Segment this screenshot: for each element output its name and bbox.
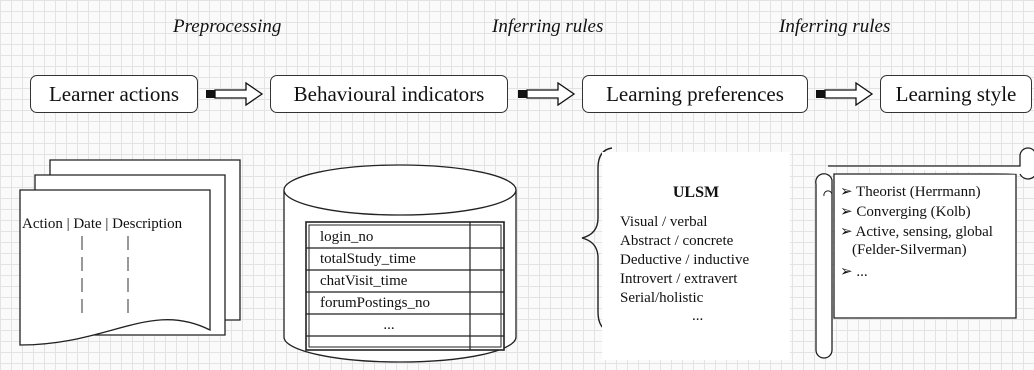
stage-learning-preferences: Learning preferences bbox=[582, 75, 808, 113]
log-document-stack bbox=[19, 159, 241, 346]
phase-label-preprocessing: Preprocessing bbox=[173, 16, 282, 37]
ulsm-item: Deductive / inductive bbox=[620, 252, 750, 268]
log-columns-header: Action | Date | Description bbox=[22, 216, 183, 232]
ulsm-panel: ULSM Visual / verbal Abstract / concrete… bbox=[602, 152, 790, 360]
ulsm-item: Abstract / concrete bbox=[620, 233, 734, 249]
db-field: forumPostings_no bbox=[320, 295, 431, 311]
ulsm-item: Introvert / extravert bbox=[620, 271, 738, 287]
style-item: ➢ Converging (Kolb) bbox=[840, 204, 971, 220]
db-field: totalStudy_time bbox=[320, 251, 416, 267]
styles-scroll bbox=[815, 147, 1034, 359]
ulsm-brace bbox=[581, 147, 613, 333]
style-item: ➢ Active, sensing, global bbox=[840, 224, 993, 240]
db-field: chatVisit_time bbox=[320, 273, 408, 289]
arrow-2 bbox=[518, 81, 576, 107]
arrow-1 bbox=[206, 81, 264, 107]
phase-label-inferring-rules-2: Inferring rules bbox=[779, 16, 891, 37]
style-item-ellipsis: ➢ ... bbox=[840, 264, 868, 280]
style-item: ➢ Theorist (Herrmann) bbox=[840, 184, 981, 200]
db-field: login_no bbox=[320, 229, 374, 245]
ulsm-item-ellipsis: ... bbox=[692, 308, 704, 324]
style-item-continuation: (Felder-Silverman) bbox=[852, 242, 967, 258]
stage-learner-actions: Learner actions bbox=[30, 75, 198, 113]
ulsm-title: ULSM bbox=[672, 184, 720, 201]
stage-behavioural-indicators: Behavioural indicators bbox=[270, 75, 508, 113]
ulsm-item: Visual / verbal bbox=[620, 214, 708, 230]
database-cylinder bbox=[283, 164, 517, 363]
arrow-3 bbox=[816, 81, 874, 107]
stage-learning-style: Learning style bbox=[880, 75, 1032, 113]
db-field-ellipsis: ... bbox=[383, 317, 395, 333]
ulsm-item: Serial/holistic bbox=[620, 290, 704, 306]
phase-label-inferring-rules-1: Inferring rules bbox=[492, 16, 604, 37]
